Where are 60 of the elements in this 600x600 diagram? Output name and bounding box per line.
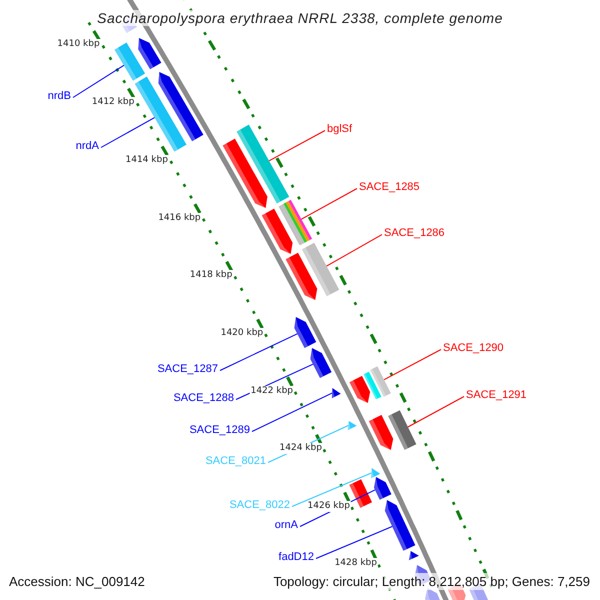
tick-label: 1420 kbp	[220, 328, 264, 339]
leader-line	[316, 526, 393, 559]
gene-label: SACE_1287	[157, 363, 218, 376]
gene-feature	[134, 76, 186, 152]
gene-feature	[364, 372, 382, 400]
tick-label: 1422 kbp	[250, 386, 294, 397]
gene-label: SACE_1289	[189, 424, 250, 437]
gene-feature	[408, 551, 419, 560]
gene-label: nrdA	[76, 140, 99, 153]
gene-feature	[236, 124, 290, 204]
tick-label: 1416 kbp	[157, 212, 202, 224]
leader-line	[72, 64, 124, 98]
tick-label: 1426 kbp	[306, 500, 351, 512]
gene-feature	[114, 42, 146, 81]
gene-feature	[332, 388, 341, 398]
tick-label: 1414 kbp	[124, 154, 169, 166]
leader-line	[268, 130, 326, 162]
gene-label: bglSf	[327, 123, 352, 136]
gene-label: SACE_1286	[384, 227, 445, 240]
gene-label: SACE_1290	[443, 342, 504, 355]
leader-line	[326, 234, 382, 267]
gene-feature	[222, 138, 268, 208]
gene-feature	[278, 200, 312, 246]
tick-label: 1410 kbp	[56, 39, 101, 50]
gene-feature	[138, 38, 162, 70]
gene-feature	[425, 588, 442, 600]
gene-label: fadD12	[278, 551, 314, 564]
gene-feature	[158, 72, 204, 142]
gene-label: SACE_1285	[359, 181, 420, 194]
gene-feature	[368, 414, 394, 450]
gene-label: SACE_8022	[229, 499, 290, 512]
leader-line	[292, 472, 372, 507]
gene-feature	[294, 317, 316, 348]
gene-feature	[349, 479, 372, 508]
gene-label: SACE_1291	[466, 389, 527, 402]
gene-feature	[350, 376, 370, 403]
gene-label: ornA	[274, 519, 298, 532]
gene-feature	[374, 477, 392, 500]
leader-line	[407, 396, 464, 428]
tick-label: 1418 kbp	[188, 270, 234, 282]
leader-line	[300, 188, 358, 220]
gene-feature	[384, 500, 416, 551]
gene-feature	[370, 366, 391, 397]
tick-label: 1424 kbp	[278, 443, 323, 454]
gene-feature	[302, 242, 340, 296]
tick-label: 1412 kbp	[90, 97, 136, 108]
leader-line	[252, 392, 333, 432]
leader-line	[220, 333, 298, 371]
gene-feature	[388, 410, 416, 450]
gene-label: SACE_8021	[205, 455, 266, 468]
gene-feature	[310, 348, 332, 378]
tick-label: 1428 kbp	[334, 558, 378, 570]
gene-feature	[348, 421, 357, 430]
gene-feature	[262, 208, 293, 254]
gene-label: SACE_1288	[173, 392, 234, 405]
gene-feature	[371, 468, 380, 478]
gene-label: nrdB	[48, 90, 71, 103]
leader-line	[384, 349, 442, 380]
gene-feature	[286, 252, 318, 300]
leader-line	[100, 117, 156, 148]
